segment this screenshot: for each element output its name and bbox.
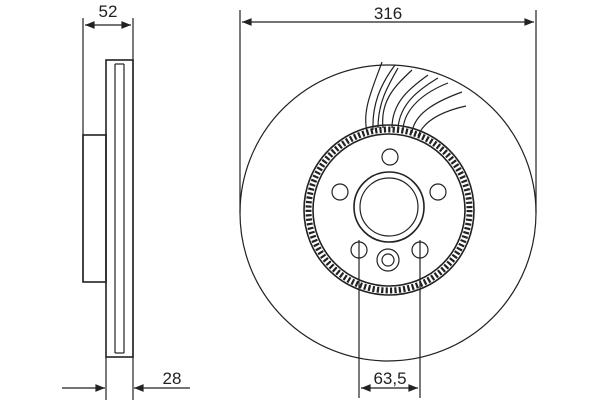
bolt-hole (331, 183, 349, 201)
cooling-vanes (365, 61, 467, 137)
bolt-hole (381, 148, 399, 166)
center-bore (359, 177, 419, 237)
abs-ring-outer (303, 124, 475, 296)
locating-hole-inner (381, 253, 395, 267)
side-view (62, 18, 190, 400)
abs-ring-teeth (305, 126, 473, 294)
thickness-label: 28 (163, 369, 182, 388)
locating-hole-outer (376, 248, 400, 272)
abs-ring-inner (312, 133, 466, 287)
diameter-label: 316 (374, 4, 402, 23)
disc-outer-edge (239, 64, 537, 362)
bolt-hole (429, 183, 447, 201)
front-view (239, 10, 537, 398)
hub-height-label: 52 (99, 2, 118, 21)
hub-outer (353, 171, 425, 243)
bolt-circle-label: 63,5 (373, 369, 406, 388)
